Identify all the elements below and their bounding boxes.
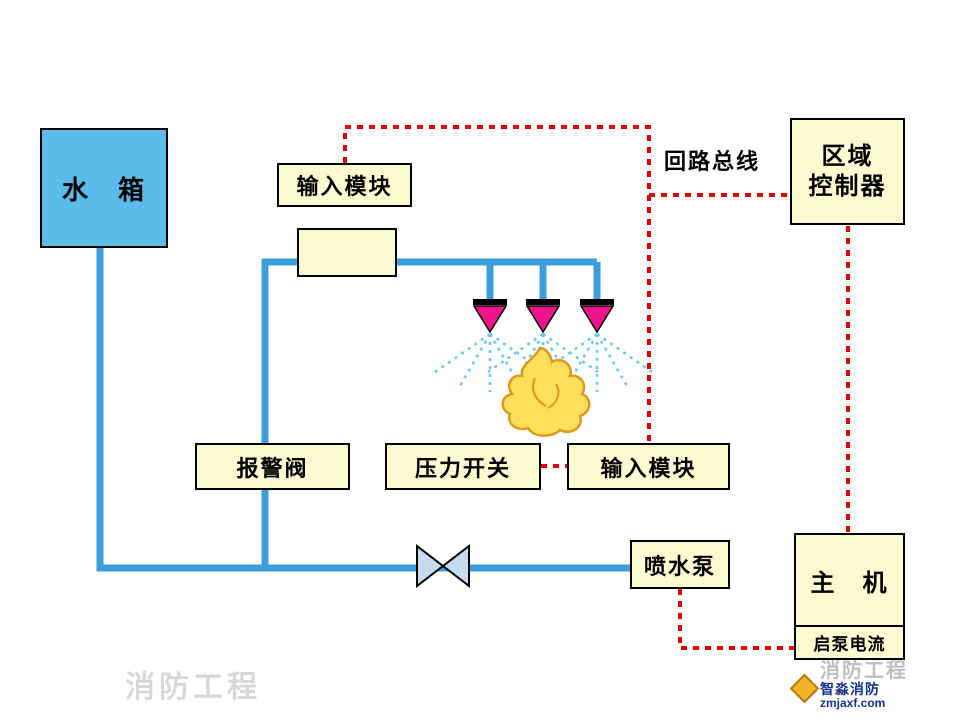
spray-pump-label: 喷水泵 (643, 553, 716, 579)
input-module-right-label: 输入模块 (600, 455, 697, 481)
water-tank-box: 水 箱 (40, 128, 168, 248)
input-module-right-box: 输入模块 (567, 443, 730, 490)
zone-controller-box: 区域 控制器 (790, 118, 905, 225)
watermark-right: 消防工程 智淼消防 zmjaxf.com (820, 660, 908, 711)
brand-name: 智淼消防 (820, 681, 880, 697)
pressure-switch-label: 压力开关 (414, 455, 511, 481)
pressure-switch-box: 压力开关 (385, 443, 541, 490)
host-label: 主 机 (810, 569, 889, 597)
pump-start-current-label: 启泵电流 (813, 635, 886, 654)
sprinkler-head-icon (525, 299, 561, 334)
input-module-top-box: 输入模块 (277, 163, 412, 207)
zone-controller-label-line2: 控制器 (808, 172, 887, 200)
host-box: 主 机 (794, 533, 905, 625)
zone-controller-label-line1: 区域 (821, 142, 874, 170)
brand-site: zmjaxf.com (820, 696, 886, 711)
valve-icon (416, 543, 470, 589)
alarm-valve-box: 报警阀 (195, 443, 350, 490)
sprinkler-head-icon (472, 299, 508, 334)
alarm-valve-label: 报警阀 (236, 455, 309, 481)
loop-bus-wire (343, 125, 789, 197)
input-module-top-label: 输入模块 (296, 174, 393, 199)
spray-pump-box: 喷水泵 (630, 540, 730, 589)
sprinkler-head-icon (579, 299, 615, 334)
flow-indicator-box (297, 228, 397, 277)
water-tank-label: 水 箱 (61, 174, 146, 205)
pump-start-current-box: 启泵电流 (794, 625, 905, 660)
pump-to-host-wire (678, 589, 794, 650)
loop-bus-label: 回路总线 (664, 149, 761, 174)
watermark-right-text: 消防工程 (820, 660, 908, 682)
watermark-left: 消防工程 (125, 671, 261, 704)
flame-icon (501, 346, 591, 437)
